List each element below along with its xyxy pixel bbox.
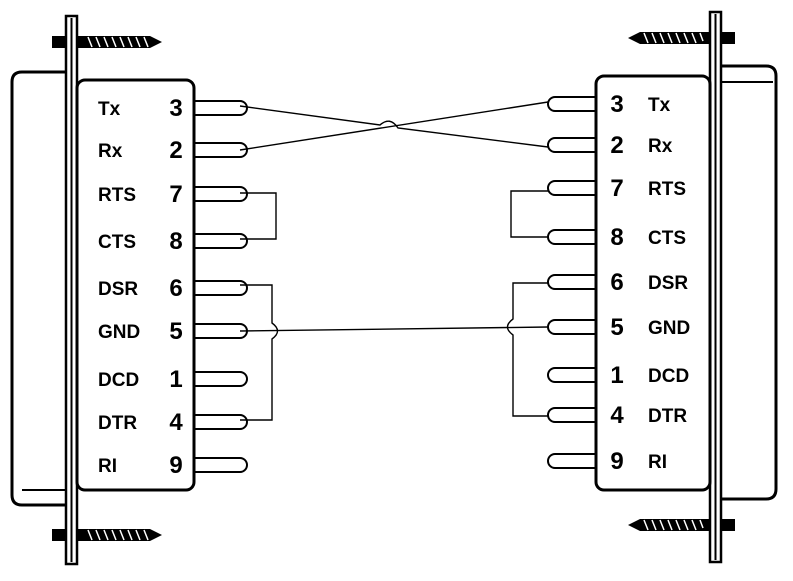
left-signal-label-tx: Tx: [98, 99, 121, 120]
left-connector-face: [75, 78, 196, 492]
right-connector-shell: [720, 64, 778, 501]
right-pin-dcd: [547, 367, 596, 383]
right-pin-number-gnd: 5: [610, 314, 623, 341]
right-signal-label-rx: Rx: [648, 136, 673, 157]
right-pin-dsr: [547, 274, 596, 290]
wiring: [239, 101, 549, 421]
left-pin-number-rx: 2: [169, 137, 182, 164]
right-signal-label-dcd: DCD: [648, 366, 689, 387]
right-signal-label-ri: RI: [648, 452, 667, 473]
left-pin-dtr: [194, 414, 248, 430]
left-pin-dsr: [194, 280, 248, 296]
left-signal-label-dtr: DTR: [98, 413, 137, 434]
left-pin-number-dcd: 1: [169, 366, 182, 393]
left-pin-number-cts: 8: [169, 228, 182, 255]
left-signal-label-rx: Rx: [98, 141, 123, 162]
right-pin-number-dsr: 6: [610, 269, 623, 296]
right-pin-ri: [547, 453, 596, 469]
right-pin-number-rx: 2: [610, 132, 623, 159]
right-pin-number-tx: 3: [610, 91, 623, 118]
left-pin-number-dtr: 4: [169, 409, 183, 436]
left-signal-label-dcd: DCD: [98, 370, 139, 391]
left-pin-tx: [194, 100, 248, 116]
left-pin-number-gnd: 5: [169, 318, 182, 345]
right-signal-label-rts: RTS: [648, 179, 686, 200]
wire-right-dsr-dtr-link: [506, 282, 548, 417]
right-pin-number-ri: 9: [610, 448, 623, 475]
right-pin-tx: [547, 96, 596, 112]
wire-left-tx-to-right-rx: [239, 105, 549, 148]
left-signal-label-dsr: DSR: [98, 279, 138, 300]
right-top-screw-icon: [628, 32, 735, 44]
right-signal-label-gnd: GND: [648, 318, 690, 339]
left-pin-gnd: [194, 323, 248, 339]
left-signal-label-cts: CTS: [98, 232, 136, 253]
right-pin-number-rts: 7: [610, 175, 623, 202]
right-signal-label-dsr: DSR: [648, 273, 688, 294]
left-pin-rx: [194, 142, 248, 158]
left-pin-cts: [194, 233, 248, 249]
right-pins: [547, 96, 596, 469]
left-bottom-screw-icon: [52, 529, 162, 541]
right-pin-dtr: [547, 407, 596, 423]
right-pin-number-dcd: 1: [610, 362, 623, 389]
wire-left-dsr-dtr-link: [240, 284, 279, 421]
right-signal-label-cts: CTS: [648, 228, 686, 249]
left-signal-label-gnd: GND: [98, 322, 140, 343]
right-pin-cts: [547, 229, 596, 245]
wire-right-rts-cts-loop: [510, 190, 548, 238]
right-pin-rts: [547, 180, 596, 196]
left-pin-number-rts: 7: [169, 181, 182, 208]
left-connector-shell: [10, 70, 68, 507]
wire-left-rts-cts-loop: [240, 192, 277, 240]
right-bottom-screw-icon: [628, 519, 735, 531]
left-pin-dcd: [194, 371, 248, 387]
right-pin-rx: [547, 137, 596, 153]
left-signal-label-ri: RI: [98, 456, 117, 477]
right-connector-face: [594, 74, 712, 492]
right-pin-number-dtr: 4: [610, 402, 624, 429]
right-signal-label-tx: Tx: [648, 95, 671, 116]
right-pin-number-cts: 8: [610, 224, 623, 251]
left-pins: [194, 100, 248, 473]
wire-gnd-to-gnd: [239, 326, 549, 332]
right-signal-label-dtr: DTR: [648, 406, 687, 427]
left-top-screw-icon: [52, 36, 162, 48]
left-signal-label-rts: RTS: [98, 185, 136, 206]
left-pin-rts: [194, 186, 248, 202]
left-pin-number-dsr: 6: [169, 275, 182, 302]
left-pin-number-tx: 3: [169, 95, 182, 122]
left-pin-ri: [194, 457, 248, 473]
left-pin-number-ri: 9: [169, 452, 182, 479]
wire-left-rx-to-right-tx: [239, 101, 549, 151]
right-pin-gnd: [547, 319, 596, 335]
